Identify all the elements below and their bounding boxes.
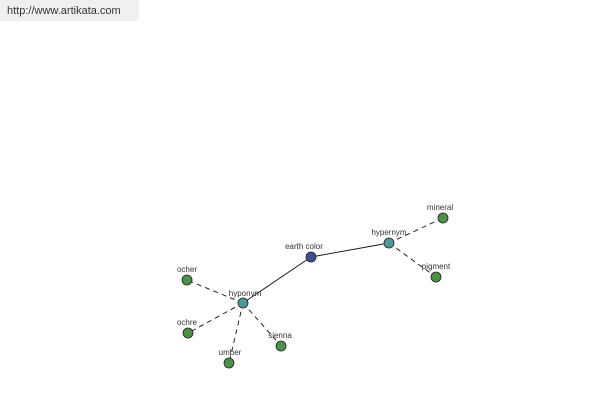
node-label-mineral[interactable]: mineral [427,203,453,212]
edge-layer [186,217,444,364]
node-layer [181,212,449,369]
source-url-bar: http://www.artikata.com [0,0,139,21]
node-ocher[interactable] [181,274,193,286]
node-hypernym[interactable] [383,237,395,249]
edge-hypernym-pigment [388,242,437,278]
node-label-hyponym[interactable]: hyponym [229,289,262,298]
edge-hyponym-ochre [187,302,244,334]
edge-hypernym-mineral [388,217,444,244]
node-earth-color[interactable] [305,251,317,263]
node-label-hypernym[interactable]: hypernym [371,228,406,237]
node-pigment[interactable] [430,271,442,283]
node-label-umber[interactable]: umber [219,348,242,357]
edge-hyponym-umber [228,302,244,364]
node-hyponym[interactable] [237,297,249,309]
node-label-pigment[interactable]: pigment [422,262,451,271]
edge-hyponym-ocher [186,279,244,304]
node-label-sienna[interactable]: sienna [268,331,292,340]
node-sienna[interactable] [275,340,287,352]
source-url-text[interactable]: http://www.artikata.com [7,5,121,17]
node-ochre[interactable] [182,327,194,339]
edge-hyponym-sienna [242,302,282,347]
node-label-earth-color[interactable]: earth color [285,242,323,251]
node-label-ochre[interactable]: ochre [177,318,198,327]
edge-earth-color-hypernym [310,242,390,258]
edge-earth-color-hyponym [242,256,312,304]
node-label-ocher[interactable]: ocher [177,265,197,274]
label-layer: earth color hypernym hyponym mineral pigment… [177,203,453,357]
node-mineral[interactable] [437,212,449,224]
node-umber[interactable] [223,357,235,369]
